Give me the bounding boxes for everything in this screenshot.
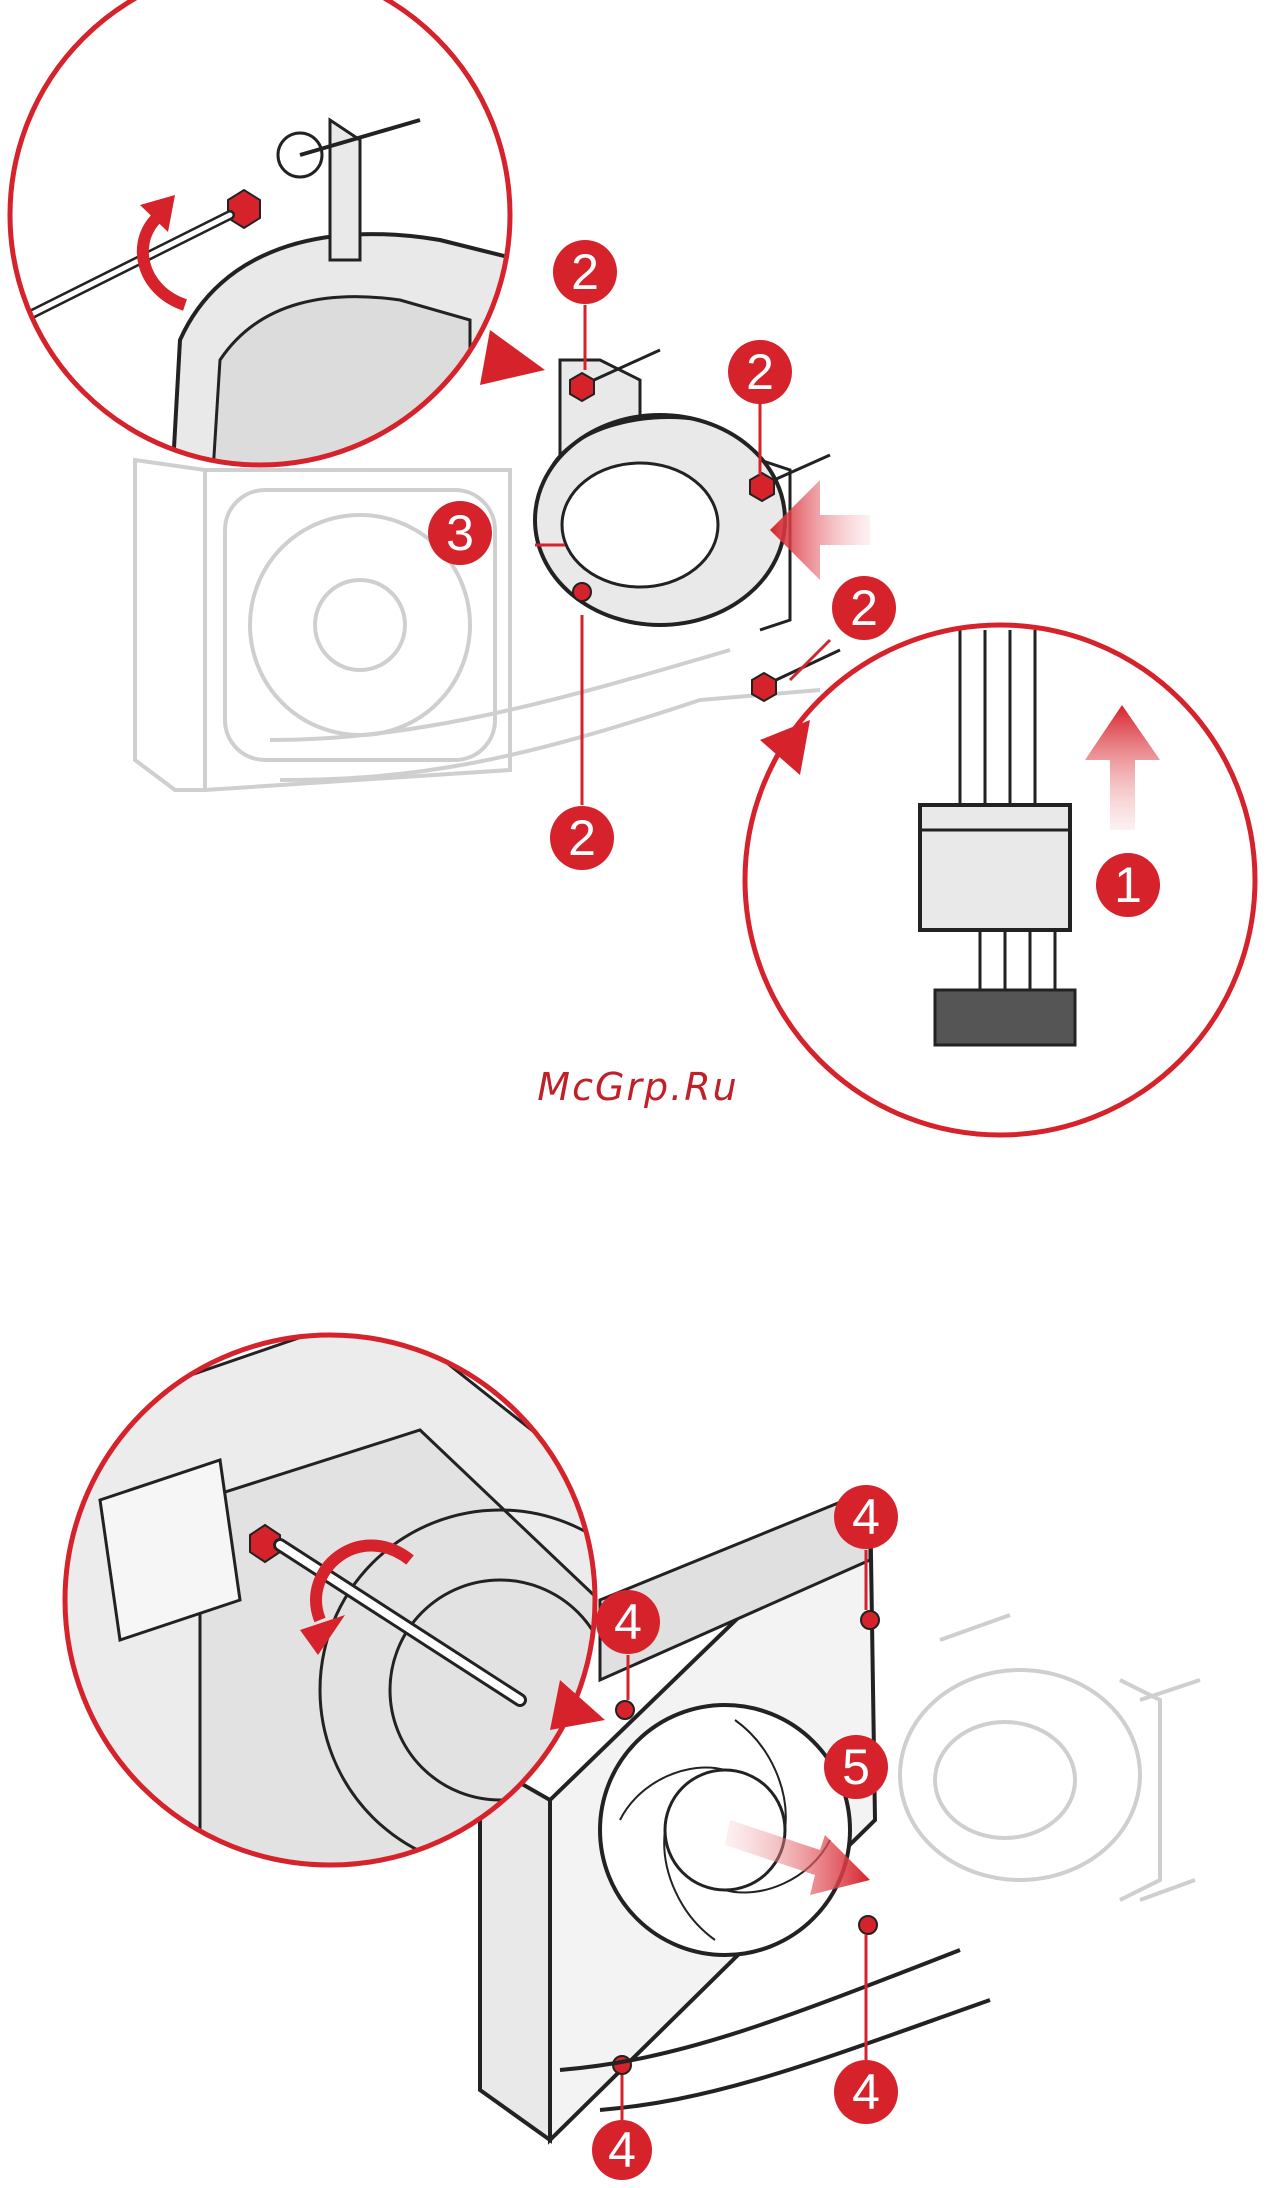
step-label-4d: 4 [608,2122,636,2178]
step-label-2a: 2 [571,244,599,300]
ghost-pump-bottom [900,1615,1200,1900]
watermark-text: McGrp.Ru [0,1065,1276,1109]
step-label-2c: 2 [850,580,878,636]
remove-pump-arrow [770,480,870,580]
step-callout-4a: 4 [834,1485,898,1549]
step-label-2b: 2 [746,344,774,400]
step-callout-5: 5 [824,1735,888,1799]
step-callout-4c: 4 [834,2060,898,2124]
step-callout-4d: 4 [592,2120,652,2180]
step-callout-1: 1 [1096,853,1160,917]
step-callout-4b: 4 [596,1590,660,1654]
step-label-4b: 4 [614,1594,642,1650]
step-label-3: 3 [446,505,474,561]
detail-circle-top-left [10,0,545,520]
step-callout-2b: 2 [728,340,792,404]
step-callout-2d: 2 [550,806,614,870]
step-callout-2c: 2 [832,576,896,640]
step-callout-3: 3 [428,501,492,565]
step-label-4c: 4 [852,2064,880,2120]
step-label-5: 5 [842,1739,870,1795]
detail-circle-top-right [745,625,1255,1135]
step-label-1: 1 [1114,857,1142,913]
step-callout-2a: 2 [553,240,617,304]
step-label-4a: 4 [852,1489,880,1545]
step-label-2d: 2 [568,810,596,866]
